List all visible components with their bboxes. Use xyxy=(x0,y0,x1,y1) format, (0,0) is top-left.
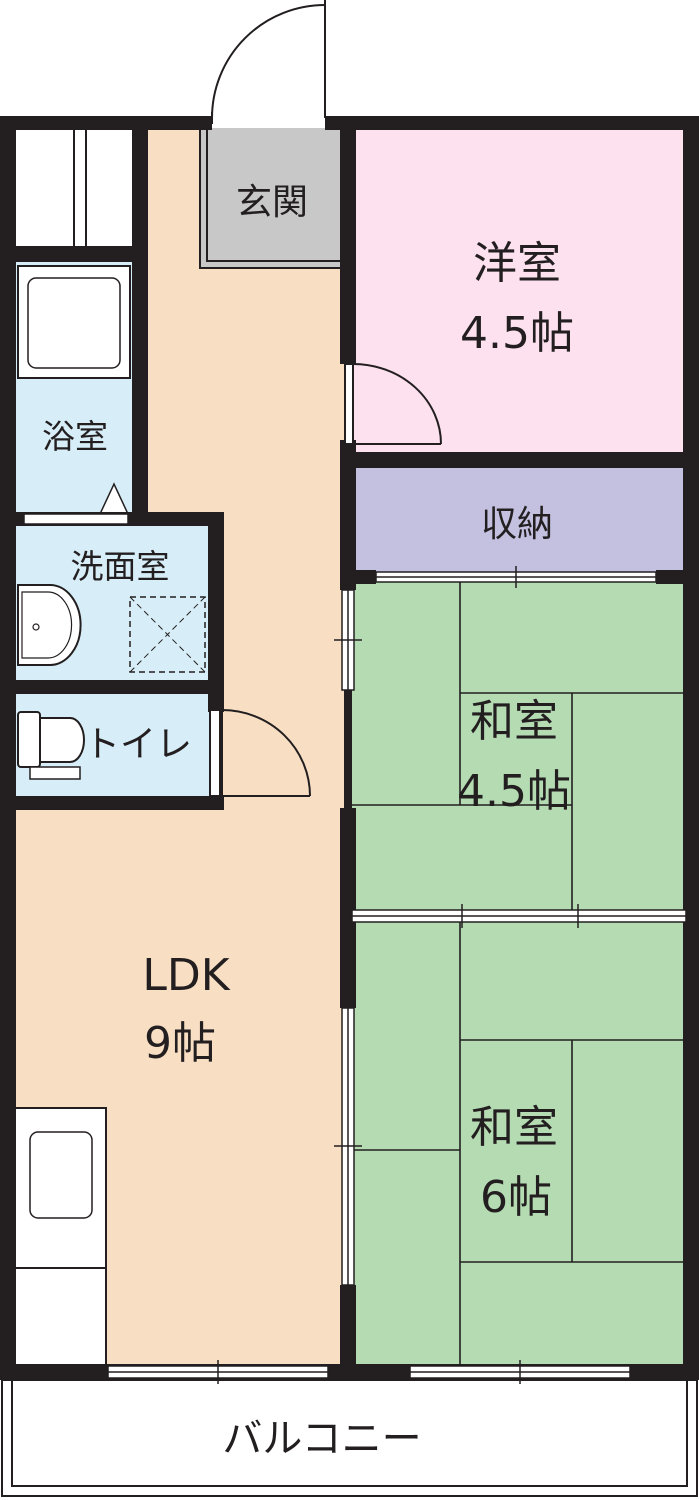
shuno-floor xyxy=(352,465,686,575)
washing-machine-pan-icon xyxy=(129,596,206,673)
washitsu1-floor xyxy=(352,580,686,915)
washitsu1-label: 和室 xyxy=(470,696,558,747)
kitchen-sink-icon xyxy=(13,1107,107,1369)
door-swing-icon xyxy=(344,363,442,445)
washbasin-icon xyxy=(17,584,82,666)
balcony-label: バルコニー xyxy=(222,1416,421,1462)
cabinet-left xyxy=(13,127,75,249)
genkan-frame xyxy=(199,130,345,269)
toilet-label: トイレ xyxy=(84,724,192,765)
genkan-label: 玄関 xyxy=(236,182,308,223)
bath-door-icon xyxy=(23,513,129,525)
sliding-door-icon xyxy=(334,589,362,691)
door-swing-icon xyxy=(209,709,311,797)
yoshitsu-size: 4.5帖 xyxy=(460,308,574,359)
washroom-label: 洗面室 xyxy=(71,547,170,586)
balcony xyxy=(1,1379,698,1497)
cabinet-right xyxy=(85,127,137,249)
washitsu1-size: 4.5帖 xyxy=(457,766,571,817)
toilet-icon xyxy=(17,711,85,780)
sliding-door-icon xyxy=(375,566,657,588)
tatami-mat-icon xyxy=(352,920,686,1368)
sliding-door-icon xyxy=(334,1007,362,1286)
washitsu2-floor xyxy=(352,920,686,1368)
yoshitsu-label: 洋室 xyxy=(473,238,561,289)
washitsu2-size: 6帖 xyxy=(480,1172,552,1223)
bath-label: 浴室 xyxy=(42,417,108,456)
washitsu2-label: 和室 xyxy=(470,1102,558,1153)
door-swing-icon xyxy=(211,0,326,124)
ldk-label: LDK xyxy=(142,950,230,1001)
ldk-size: 9帖 xyxy=(144,1018,216,1069)
shuno-label: 収納 xyxy=(481,504,553,545)
unit-bath-icon xyxy=(17,265,131,515)
genkan-floor xyxy=(200,128,345,268)
sliding-door-icon xyxy=(351,904,687,928)
tatami-mat-icon xyxy=(352,580,686,915)
yoshitsu-floor xyxy=(352,128,686,453)
sliding-door-icon xyxy=(107,1360,631,1384)
